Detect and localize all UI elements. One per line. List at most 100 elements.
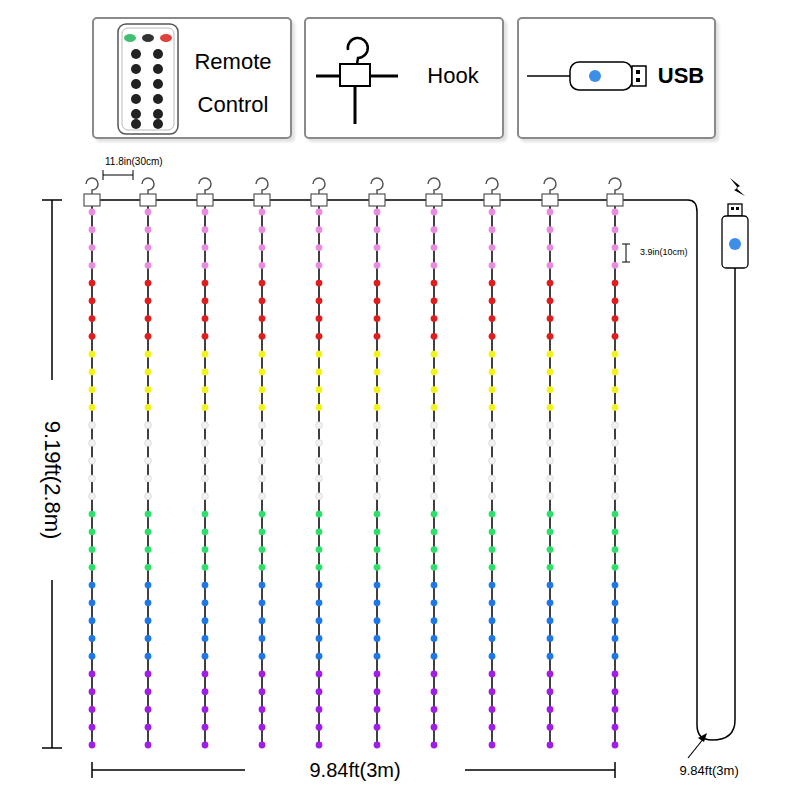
box-label: Remote Control	[183, 40, 283, 126]
led-dot	[431, 617, 438, 624]
led-dot	[145, 617, 152, 624]
led-dot	[89, 582, 96, 589]
led-dot	[374, 493, 381, 500]
led-dot	[489, 440, 496, 447]
light-strand	[311, 178, 327, 748]
led-dot	[202, 564, 209, 571]
led-dot	[259, 528, 266, 535]
led-dot	[145, 386, 152, 393]
led-dot	[89, 262, 96, 269]
led-dot	[145, 635, 152, 642]
light-strand	[84, 178, 100, 748]
led-dot	[374, 422, 381, 429]
led-dot	[489, 475, 496, 482]
light-strand	[426, 178, 442, 748]
led-dot	[89, 369, 96, 376]
led-dot	[547, 404, 554, 411]
led-dot	[374, 546, 381, 553]
led-dot	[612, 599, 619, 606]
led-dot	[374, 653, 381, 660]
led-dot	[145, 297, 152, 304]
led-dot	[259, 386, 266, 393]
led-dot	[489, 244, 496, 251]
led-dot	[145, 564, 152, 571]
led-dot	[89, 404, 96, 411]
remote-button	[131, 64, 141, 74]
led-dot	[316, 688, 323, 695]
led-dot	[259, 493, 266, 500]
led-dot	[547, 635, 554, 642]
led-dot	[89, 351, 96, 358]
led-dot	[202, 653, 209, 660]
led-dot	[202, 706, 209, 713]
led-dot	[202, 511, 209, 518]
led-dot	[374, 404, 381, 411]
led-dot	[489, 226, 496, 233]
led-dot	[145, 688, 152, 695]
led-dot	[547, 457, 554, 464]
led-dot	[374, 297, 381, 304]
led-dot	[547, 617, 554, 624]
led-dot	[316, 244, 323, 251]
led-dot	[202, 528, 209, 535]
led-dot	[89, 599, 96, 606]
led-dot	[431, 440, 438, 447]
led-dot	[612, 528, 619, 535]
led-dot	[489, 742, 496, 749]
led-dot	[202, 742, 209, 749]
led-dot	[489, 688, 496, 695]
led-dot	[612, 617, 619, 624]
remote-button	[131, 109, 141, 119]
led-dot	[202, 493, 209, 500]
remote-button	[153, 94, 163, 104]
led-dot	[547, 280, 554, 287]
led-dot	[202, 209, 209, 216]
led-dot	[316, 226, 323, 233]
led-dot	[547, 315, 554, 322]
led-dot	[259, 599, 266, 606]
remote-button	[153, 79, 163, 89]
led-dot	[374, 528, 381, 535]
led-dot	[431, 671, 438, 678]
hook-clip	[140, 178, 156, 206]
led-dot	[89, 297, 96, 304]
led-dot	[145, 493, 152, 500]
led-dot	[89, 475, 96, 482]
led-dot	[316, 635, 323, 642]
led-dot	[489, 599, 496, 606]
led-dot	[202, 599, 209, 606]
led-dot	[202, 386, 209, 393]
led-dot	[547, 742, 554, 749]
led-dot	[89, 280, 96, 287]
hook-clip	[369, 178, 385, 206]
hook-clip	[607, 178, 623, 206]
led-dot	[374, 333, 381, 340]
remote-button	[131, 79, 141, 89]
legend-box: USB	[517, 17, 716, 139]
led-dot	[89, 209, 96, 216]
led-dot	[374, 511, 381, 518]
led-dot	[547, 671, 554, 678]
led-dot	[431, 475, 438, 482]
led-dot	[612, 511, 619, 518]
led-dot	[431, 564, 438, 571]
led-dot	[489, 706, 496, 713]
legend-box: Hook	[304, 17, 504, 139]
led-dot	[259, 742, 266, 749]
led-dot	[259, 724, 266, 731]
led-dot	[316, 706, 323, 713]
led-dot	[547, 688, 554, 695]
led-dot	[145, 369, 152, 376]
led-dot	[547, 511, 554, 518]
led-dot	[316, 351, 323, 358]
led-dot	[374, 617, 381, 624]
box-label: Hook	[410, 63, 496, 89]
led-dot	[612, 351, 619, 358]
led-dot	[259, 653, 266, 660]
led-dot	[316, 599, 323, 606]
led-dot	[259, 688, 266, 695]
led-dot	[145, 351, 152, 358]
cable-length: 9.84ft(3m)	[678, 764, 741, 778]
led-dot	[489, 262, 496, 269]
led-dot	[259, 635, 266, 642]
